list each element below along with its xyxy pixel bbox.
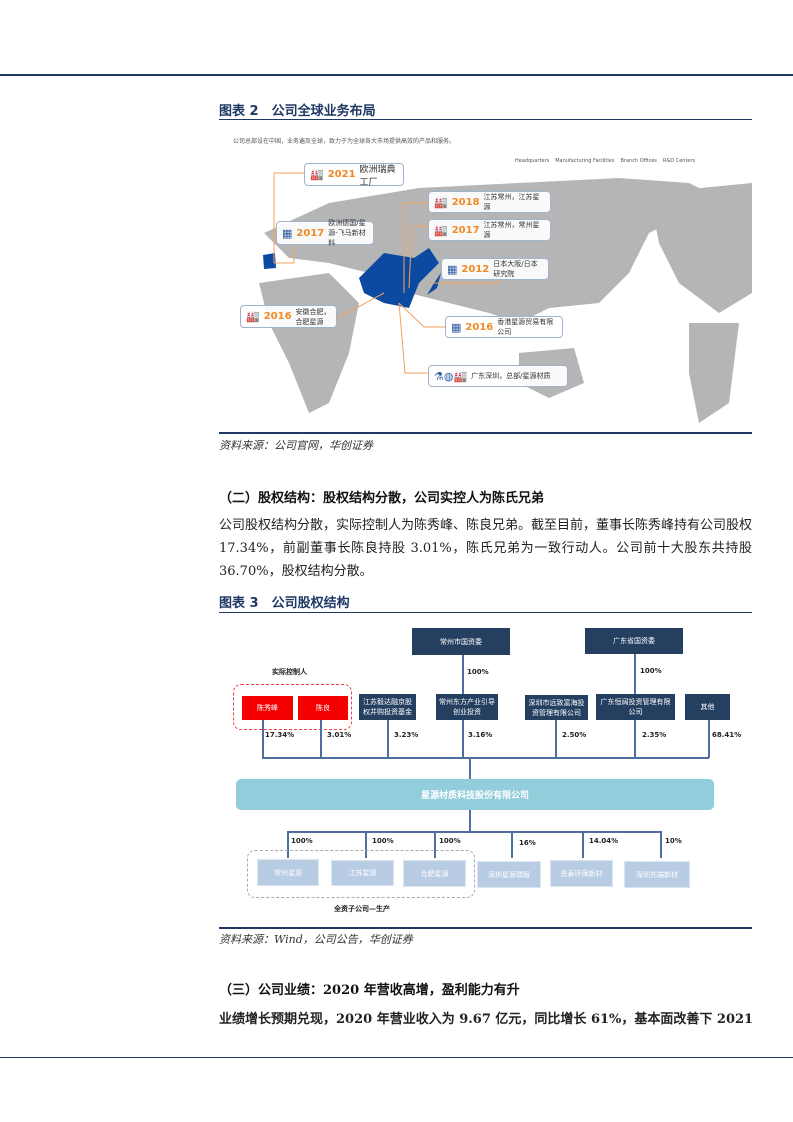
pct-jiangsu-yida: 3.23% bbox=[394, 731, 419, 739]
header-rule bbox=[0, 74, 793, 76]
world-map-figure: 公司总部设在中国，业务遍及全球，致力于为全球各大市场提供高效的产品和服务。 He… bbox=[219, 123, 752, 428]
pct-changzhou-xingyuan: 100% bbox=[291, 837, 313, 845]
wholly-owned-group bbox=[247, 850, 475, 898]
section2-paragraph: 公司股权结构分散，实际控制人为陈秀峰、陈良兄弟。截至目前，董事长陈秀峰持有公司股… bbox=[219, 518, 753, 579]
south-america-landmass bbox=[689, 323, 739, 423]
pct-changzhou-dongfang: 3.16% bbox=[468, 731, 493, 739]
pct-chen-xiufeng: 17.34% bbox=[265, 731, 295, 739]
subsidiary-changzhou-xingyuan: 常州星源 bbox=[257, 859, 319, 886]
building-icon: ▦ bbox=[447, 262, 458, 276]
north-america-landmass bbox=[649, 183, 752, 313]
shareholder-chen-xiufeng: 陈秀峰 bbox=[242, 696, 293, 720]
callout-leaders bbox=[273, 172, 500, 374]
japan-highlight bbox=[427, 273, 441, 295]
building-icon: ▦ bbox=[451, 320, 462, 334]
pct-guangdong-sasac: 100% bbox=[640, 667, 662, 675]
top-owner-changzhou: 常州市国资委 bbox=[412, 628, 510, 655]
subsidiary-hefei-xingyuan: 合肥星源 bbox=[403, 860, 466, 887]
pct-shenzhen-xianduan: 10% bbox=[665, 837, 682, 845]
pct-guangdong-hengkuo: 2.35% bbox=[642, 731, 667, 739]
shareholder-changzhou-dongfang: 常州东方产业引导创业投资 bbox=[436, 694, 498, 720]
map-legend: Headquarters Manufacturing Facilities Br… bbox=[515, 158, 695, 164]
figure3-title: 图表 3 公司股权结构 bbox=[219, 596, 350, 611]
shareholder-jiangsu-yida: 江苏毅达融京股权并购投资基金 bbox=[359, 694, 416, 720]
legend-headquarters: Headquarters bbox=[515, 158, 550, 164]
section3-paragraph: 业绩增长预期兑现，2020 年营业收入为 9.67 亿元，同比增长 61%，基本… bbox=[219, 1012, 754, 1027]
legend-rd: R&D Centers bbox=[662, 158, 696, 164]
callout-shenzhen-hq: ⚗◍🏭广东深圳，总部/星源材质 bbox=[428, 365, 568, 387]
section2-heading: （二）股权结构：股权结构分散，公司实控人为陈氏兄弟 bbox=[219, 491, 545, 506]
pct-hefei-xingyuan: 100% bbox=[439, 837, 461, 845]
map-intro: 公司总部设在中国，业务遍及全球，致力于为全球各大市场提供高效的产品和服务。 bbox=[233, 138, 456, 145]
flask-globe-factory-icon: ⚗◍🏭 bbox=[434, 369, 468, 383]
pct-jiangsu-xingyuan: 100% bbox=[372, 837, 394, 845]
figure3-source: 资料来源：Wind，公司公告，华创证券 bbox=[219, 933, 413, 946]
top-owner-guangdong: 广东省国资委 bbox=[585, 628, 683, 654]
figure2-source: 资料来源：公司官网，华创证券 bbox=[219, 439, 373, 452]
pct-chen-liang: 3.01% bbox=[327, 731, 352, 739]
shareholder-chen-liang: 陈良 bbox=[298, 696, 348, 720]
pct-changzhou-sasac: 100% bbox=[467, 668, 489, 676]
legend-branch: Branch Offices bbox=[620, 158, 657, 164]
figure3-rule bbox=[219, 612, 752, 613]
section3-heading: （三）公司业绩：2020 年营收高增，盈利能力有升 bbox=[219, 983, 520, 998]
pct-others: 68.41% bbox=[712, 731, 742, 739]
company-box: 星源材质科技股份有限公司 bbox=[236, 779, 714, 810]
eurasia-landmass bbox=[264, 178, 719, 323]
africa-landmass bbox=[259, 273, 359, 413]
wholly-owned-label: 全资子公司—生产 bbox=[334, 905, 390, 913]
subsidiary-entai: 恩泰环保新材 bbox=[550, 860, 613, 887]
controller-group bbox=[233, 684, 352, 730]
figure2-title: 图表 2 公司全球业务布局 bbox=[219, 104, 376, 119]
figure3-bottom-rule bbox=[219, 927, 752, 929]
china-highlight bbox=[359, 248, 439, 308]
shareholder-shenzhen-yuanzhi: 深圳市远致富海投资管理有限公司 bbox=[525, 695, 588, 720]
shareholder-guangdong-hengkuo: 广东恒阔投资管理有限公司 bbox=[596, 694, 675, 720]
pct-shenzhen-yuanzhi: 2.50% bbox=[562, 731, 587, 739]
pct-entai: 14.04% bbox=[589, 837, 619, 845]
shareholder-others: 其他 bbox=[685, 694, 730, 720]
legend-manufacturing: Manufacturing Facilities bbox=[555, 158, 615, 164]
figure2-bottom-rule bbox=[219, 432, 752, 434]
subsidiary-shenzhen-ruizhi: 深圳星源瑞智 bbox=[477, 861, 541, 888]
world-map bbox=[259, 172, 752, 423]
building-icon: ▦ bbox=[282, 226, 293, 240]
germany-highlight bbox=[263, 253, 276, 269]
controller-label: 实际控制人 bbox=[272, 668, 307, 676]
factory-icon: 🏭 bbox=[246, 310, 260, 323]
factory-icon: 🏭 bbox=[434, 223, 448, 237]
figure2-rule bbox=[219, 119, 752, 120]
factory-icon: 🏭 bbox=[310, 168, 324, 181]
subsidiary-jiangsu-xingyuan: 江苏星源 bbox=[331, 860, 394, 886]
factory-icon: 🏭 bbox=[434, 195, 448, 209]
subsidiary-shenzhen-xianduan: 深圳先端新材 bbox=[624, 861, 690, 888]
pct-shenzhen-ruizhi: 16% bbox=[519, 839, 536, 847]
footer-rule bbox=[0, 1057, 793, 1058]
